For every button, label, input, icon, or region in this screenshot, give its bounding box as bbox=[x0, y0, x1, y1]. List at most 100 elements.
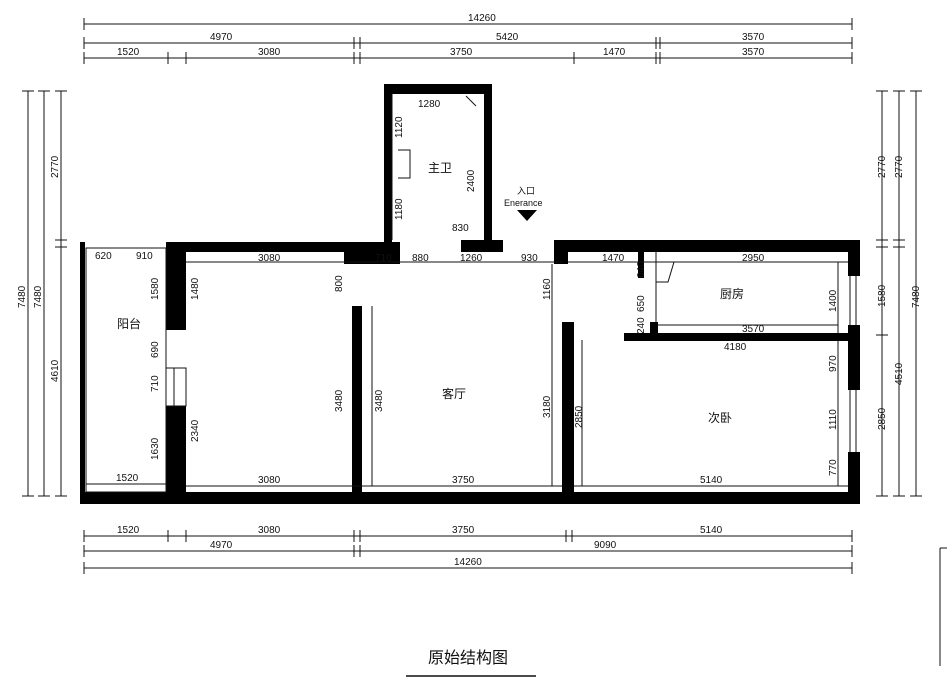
dim-bal-1480: 1480 bbox=[190, 277, 201, 300]
dim-kit-240: 240 bbox=[636, 317, 647, 334]
dim-bath-1180: 1180 bbox=[394, 198, 405, 220]
wall bbox=[624, 333, 860, 341]
room-labels: 主卫 阳台 客厅 厨房 次卧 bbox=[117, 161, 744, 425]
wall bbox=[650, 322, 658, 336]
room-kitchen: 厨房 bbox=[720, 286, 744, 301]
dim-top-total: 14260 bbox=[468, 13, 496, 24]
dim-bed-970: 970 bbox=[828, 355, 839, 372]
room-living: 客厅 bbox=[442, 386, 466, 401]
entrance-label-cn: 入口 bbox=[517, 186, 535, 196]
dim-top-d2: 3080 bbox=[258, 47, 281, 58]
interior-dimensions: 1280 1120 2400 1180 830 620 910 1580 148… bbox=[95, 99, 839, 486]
dim-right-lower2: 2850 bbox=[877, 407, 888, 430]
wall bbox=[554, 240, 568, 264]
wall bbox=[80, 492, 860, 504]
wall bbox=[352, 306, 362, 504]
room-balcony: 阳台 bbox=[117, 316, 141, 331]
wall bbox=[484, 84, 492, 252]
wall bbox=[848, 240, 860, 276]
wall bbox=[166, 242, 396, 252]
dim-bed-770: 770 bbox=[828, 459, 839, 476]
dim-bal-620: 620 bbox=[95, 251, 112, 262]
room-second-bedroom: 次卧 bbox=[708, 411, 732, 425]
dim-kit-640: 640 bbox=[636, 261, 647, 278]
dim-liv-3180: 3180 bbox=[542, 395, 553, 418]
drawing-caption: 原始结构图 bbox=[406, 648, 536, 677]
dim-bath-2400: 2400 bbox=[466, 169, 477, 192]
right-dimensions: 2770 1580 2850 2770 4510 7480 bbox=[876, 90, 922, 497]
dim-bal-690: 690 bbox=[150, 341, 161, 358]
walls bbox=[80, 84, 860, 504]
dim-bal-2340: 2340 bbox=[190, 419, 201, 442]
dim-bot-b: 9090 bbox=[594, 540, 617, 551]
dim-kit-650: 650 bbox=[636, 295, 647, 312]
wall bbox=[848, 325, 860, 390]
wall bbox=[562, 322, 574, 504]
dim-top-c: 3570 bbox=[742, 32, 765, 43]
dim-left-total2: 7480 bbox=[33, 285, 44, 308]
wall bbox=[166, 406, 186, 504]
dim-right-up1: 2770 bbox=[877, 155, 888, 178]
dim-bath-830: 830 bbox=[452, 223, 469, 234]
wall bbox=[384, 84, 492, 94]
dim-liv-710: 710 bbox=[375, 253, 392, 264]
dim-liv-3480b: 3480 bbox=[374, 389, 385, 412]
dim-bed-2850: 2850 bbox=[574, 405, 585, 428]
dim-top-a: 4970 bbox=[210, 32, 233, 43]
dim-top-d1: 1520 bbox=[117, 47, 140, 58]
dim-liv-3750: 3750 bbox=[452, 475, 475, 486]
dim-bot-total: 14260 bbox=[454, 557, 482, 568]
dim-liv-3080a: 3080 bbox=[258, 253, 281, 264]
dim-top-b: 5420 bbox=[496, 32, 519, 43]
balcony-door-opening bbox=[165, 367, 187, 407]
dim-bot-d4: 5140 bbox=[700, 525, 723, 536]
dim-kit-1400: 1400 bbox=[828, 289, 839, 312]
dim-top-d4: 1470 bbox=[603, 47, 626, 58]
wall bbox=[554, 240, 860, 252]
dim-bed-4180: 4180 bbox=[724, 342, 747, 353]
dim-top-d5: 3570 bbox=[742, 47, 765, 58]
top-dimensions: 14260 4970 5420 3570 1520 3080 3750 1470… bbox=[83, 13, 853, 64]
dim-bal-910: 910 bbox=[136, 251, 153, 262]
entrance-marker: 入口 Enerance bbox=[504, 186, 543, 221]
dim-top-d3: 3750 bbox=[450, 47, 473, 58]
wall bbox=[80, 242, 85, 504]
wall bbox=[848, 452, 860, 504]
dim-kit-1470: 1470 bbox=[602, 253, 625, 264]
dim-liv-1160: 1160 bbox=[542, 278, 553, 300]
dim-left-upper: 2770 bbox=[50, 155, 61, 178]
wall bbox=[638, 252, 644, 278]
room-master-bath: 主卫 bbox=[428, 161, 452, 175]
bottom-dimensions: 1520 3080 3750 5140 4970 9090 14260 bbox=[83, 525, 853, 574]
dim-liv-880: 880 bbox=[412, 253, 429, 264]
entrance-arrow-icon bbox=[517, 210, 537, 221]
dim-bot-d2: 3080 bbox=[258, 525, 281, 536]
left-dimensions: 7480 7480 2770 4610 bbox=[17, 90, 67, 497]
dim-bal-1580: 1580 bbox=[150, 277, 161, 300]
dim-right-up2: 2770 bbox=[894, 155, 905, 178]
dim-bed-1110: 1110 bbox=[828, 409, 839, 430]
dim-right-total1: 7480 bbox=[911, 285, 922, 308]
dim-left-total1: 7480 bbox=[17, 285, 28, 308]
entrance-label-en: Enerance bbox=[504, 198, 543, 208]
dim-left-lower: 4610 bbox=[50, 359, 61, 382]
dim-kit-3570: 3570 bbox=[742, 324, 765, 335]
dim-liv-3480a: 3480 bbox=[334, 389, 345, 412]
dim-bed-5140: 5140 bbox=[700, 475, 723, 486]
dim-bot-a: 4970 bbox=[210, 540, 233, 551]
dim-liv-930: 930 bbox=[521, 253, 538, 264]
wall bbox=[344, 242, 400, 264]
dim-right-mid: 1580 bbox=[877, 284, 888, 307]
wall bbox=[384, 84, 392, 252]
wall bbox=[166, 246, 186, 330]
dim-bal-1630: 1630 bbox=[150, 437, 161, 460]
caption-title: 原始结构图 bbox=[428, 648, 508, 667]
dim-bath-1280: 1280 bbox=[418, 99, 441, 110]
dim-bal-710: 710 bbox=[150, 375, 161, 392]
wall bbox=[461, 240, 503, 252]
dim-liv-3080b: 3080 bbox=[258, 475, 281, 486]
dim-bot-d1: 1520 bbox=[117, 525, 140, 536]
dim-kit-2950: 2950 bbox=[742, 253, 765, 264]
dim-bot-d3: 3750 bbox=[452, 525, 475, 536]
